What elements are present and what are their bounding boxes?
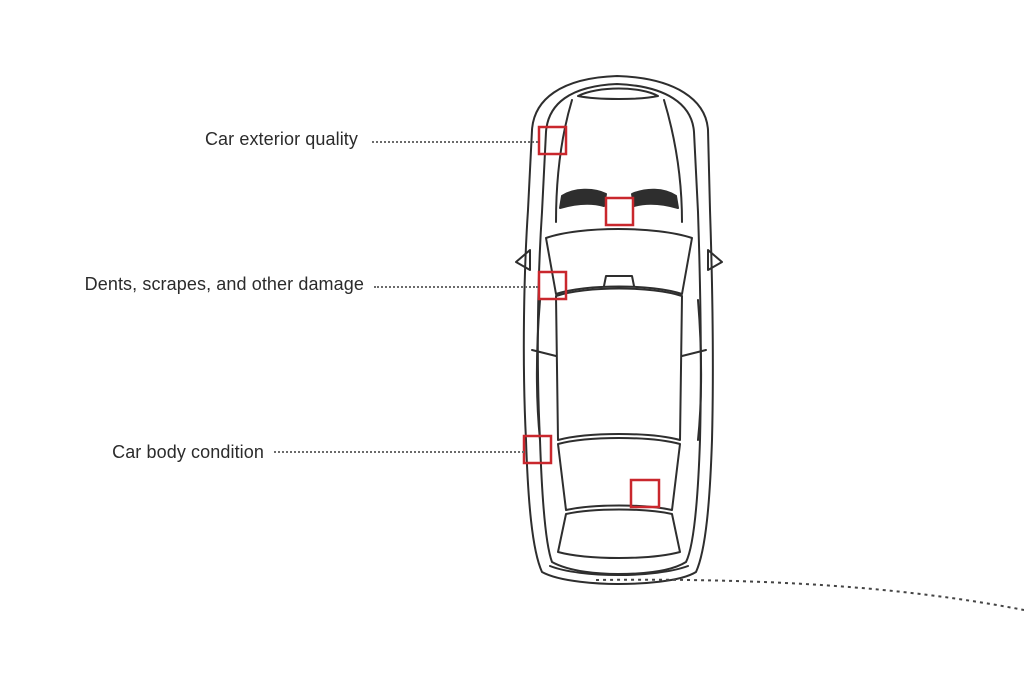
leader-line	[372, 141, 538, 143]
leader-line	[374, 286, 538, 288]
inspection-marker	[537, 125, 568, 156]
inspection-markers	[522, 125, 661, 509]
callout-label-dents-damage: Dents, scrapes, and other damage	[84, 274, 364, 294]
inspection-marker	[604, 196, 635, 227]
inspection-marker	[522, 434, 553, 465]
trajectory-path	[595, 578, 1024, 611]
callout-label-body-condition: Car body condition	[112, 442, 264, 462]
callout-label-exterior-quality: Car exterior quality	[204, 129, 358, 149]
inspection-marker	[629, 478, 661, 509]
leader-line	[274, 451, 524, 453]
inspection-marker	[537, 270, 568, 301]
car-outline	[515, 75, 723, 585]
